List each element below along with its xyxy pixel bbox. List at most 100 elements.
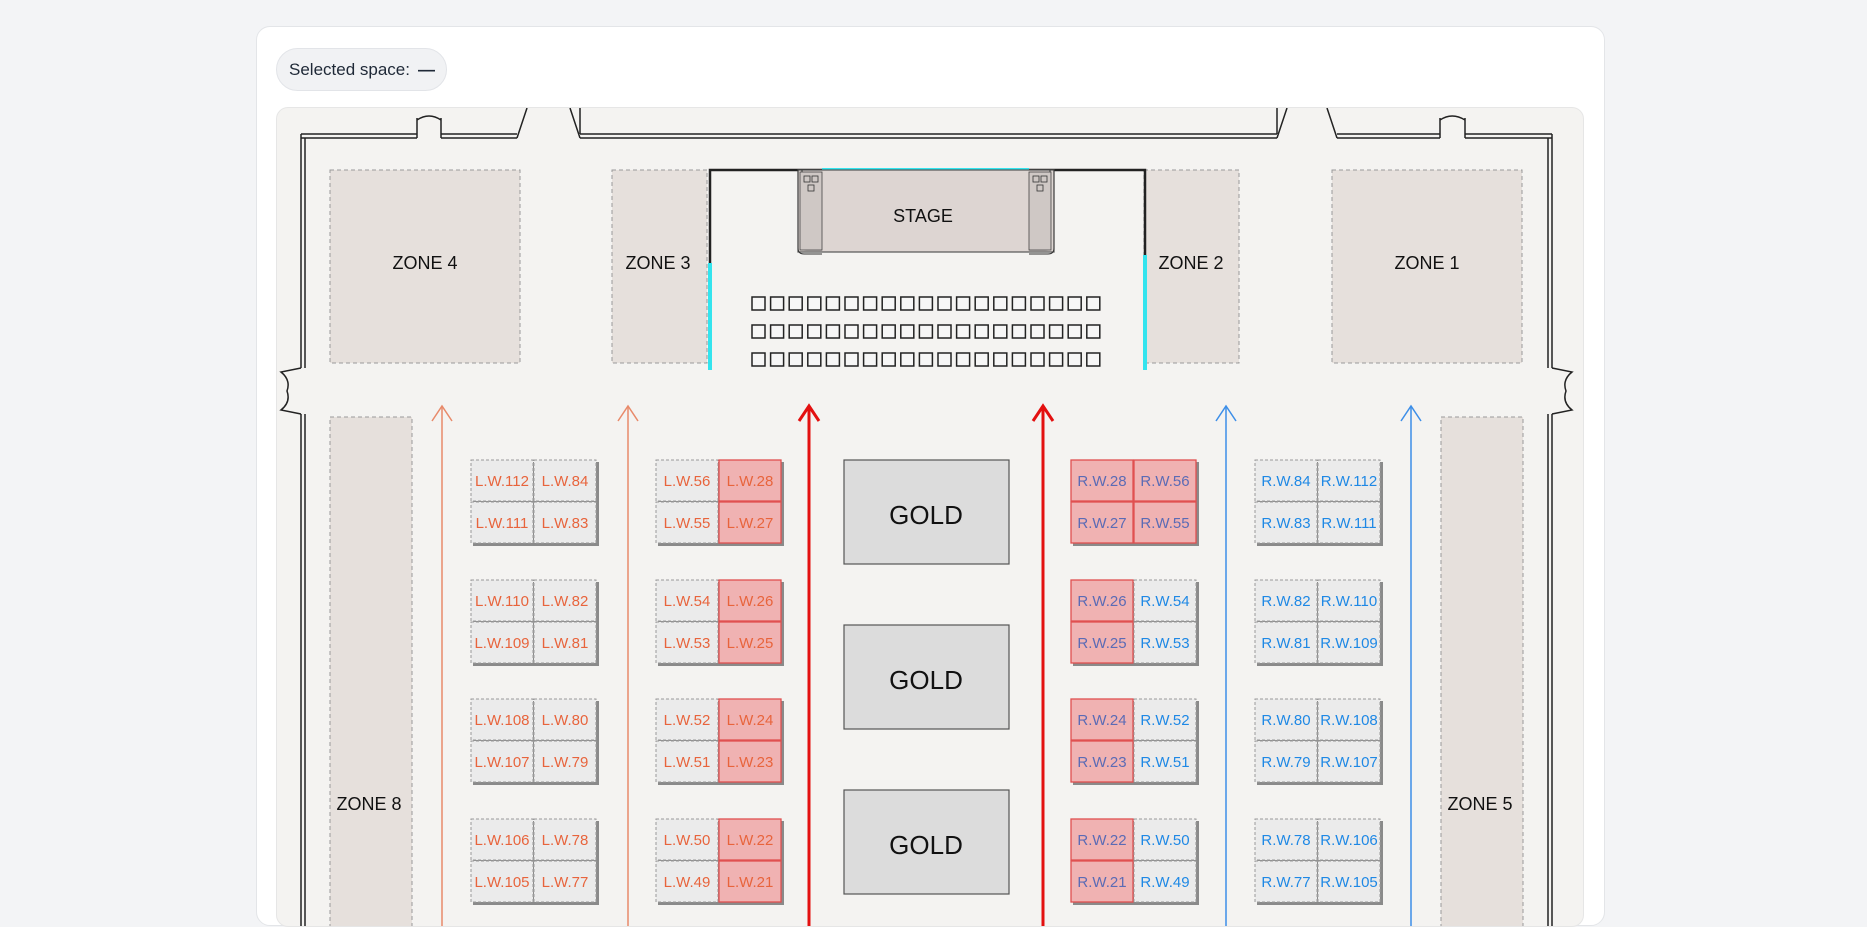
booth-rw110[interactable]: [1317, 579, 1381, 622]
booth-lw49[interactable]: [655, 860, 719, 903]
booth-rw23[interactable]: [1070, 740, 1134, 783]
booth-lw55[interactable]: [655, 501, 719, 544]
booth-rw105[interactable]: [1317, 860, 1381, 903]
audience-seat[interactable]: [751, 352, 766, 367]
audience-seat[interactable]: [1086, 296, 1101, 311]
audience-seat[interactable]: [788, 296, 803, 311]
audience-seat[interactable]: [769, 352, 785, 367]
audience-seat[interactable]: [900, 324, 915, 339]
audience-seat[interactable]: [955, 352, 971, 367]
booth-lw84[interactable]: [533, 459, 597, 502]
booth-rw27[interactable]: [1070, 501, 1134, 544]
gold-booth-1[interactable]: [843, 459, 1010, 565]
audience-seat[interactable]: [993, 324, 1008, 339]
audience-seat[interactable]: [844, 324, 859, 339]
audience-seat[interactable]: [807, 324, 822, 339]
audience-seat[interactable]: [993, 296, 1008, 311]
booth-lw111[interactable]: [470, 501, 534, 544]
booth-rw49[interactable]: [1133, 860, 1197, 903]
gold-booth-2[interactable]: [843, 624, 1010, 730]
audience-seat[interactable]: [1086, 352, 1101, 367]
booth-rw21[interactable]: [1070, 860, 1134, 903]
audience-seat[interactable]: [825, 324, 841, 339]
audience-seat[interactable]: [993, 352, 1008, 367]
zone-1[interactable]: [1331, 169, 1523, 364]
booth-lw24[interactable]: [718, 698, 782, 741]
booth-rw53[interactable]: [1133, 621, 1197, 664]
booth-rw54[interactable]: [1133, 579, 1197, 622]
audience-seat[interactable]: [974, 324, 989, 339]
audience-seat[interactable]: [1011, 296, 1027, 311]
audience-seat[interactable]: [937, 324, 952, 339]
booth-lw78[interactable]: [533, 818, 597, 861]
booth-rw50[interactable]: [1133, 818, 1197, 861]
booth-lw23[interactable]: [718, 740, 782, 783]
audience-seat[interactable]: [1011, 324, 1027, 339]
audience-seat[interactable]: [955, 324, 971, 339]
audience-seat[interactable]: [955, 296, 971, 311]
audience-seat[interactable]: [900, 296, 915, 311]
booth-lw56[interactable]: [655, 459, 719, 502]
booth-rw79[interactable]: [1254, 740, 1318, 783]
audience-seat[interactable]: [825, 296, 841, 311]
audience-seat[interactable]: [807, 296, 822, 311]
booth-rw83[interactable]: [1254, 501, 1318, 544]
gold-booth-3[interactable]: [843, 789, 1010, 895]
booth-rw25[interactable]: [1070, 621, 1134, 664]
booth-lw109[interactable]: [470, 621, 534, 664]
booth-rw22[interactable]: [1070, 818, 1134, 861]
audience-seat[interactable]: [918, 296, 934, 311]
booth-rw81[interactable]: [1254, 621, 1318, 664]
audience-seat[interactable]: [937, 296, 952, 311]
booth-lw112[interactable]: [470, 459, 534, 502]
booth-lw53[interactable]: [655, 621, 719, 664]
booth-rw51[interactable]: [1133, 740, 1197, 783]
booth-lw27[interactable]: [718, 501, 782, 544]
audience-seat[interactable]: [937, 352, 952, 367]
booth-lw50[interactable]: [655, 818, 719, 861]
audience-seat[interactable]: [1067, 296, 1082, 311]
booth-rw111[interactable]: [1317, 501, 1381, 544]
audience-seat[interactable]: [1030, 352, 1045, 367]
zone-4[interactable]: [329, 169, 521, 364]
audience-seat[interactable]: [1086, 324, 1101, 339]
booth-lw51[interactable]: [655, 740, 719, 783]
booth-lw52[interactable]: [655, 698, 719, 741]
booth-lw80[interactable]: [533, 698, 597, 741]
audience-seat[interactable]: [769, 324, 785, 339]
booth-lw110[interactable]: [470, 579, 534, 622]
booth-rw112[interactable]: [1317, 459, 1381, 502]
booth-lw79[interactable]: [533, 740, 597, 783]
booth-lw77[interactable]: [533, 860, 597, 903]
audience-seat[interactable]: [751, 296, 766, 311]
audience-seat[interactable]: [862, 324, 878, 339]
booth-rw56[interactable]: [1133, 459, 1197, 502]
booth-lw26[interactable]: [718, 579, 782, 622]
audience-seat[interactable]: [900, 352, 915, 367]
booth-rw107[interactable]: [1317, 740, 1381, 783]
audience-seat[interactable]: [862, 352, 878, 367]
audience-seat[interactable]: [1048, 352, 1064, 367]
audience-seat[interactable]: [1048, 324, 1064, 339]
booth-lw108[interactable]: [470, 698, 534, 741]
booth-rw77[interactable]: [1254, 860, 1318, 903]
booth-lw28[interactable]: [718, 459, 782, 502]
booth-rw78[interactable]: [1254, 818, 1318, 861]
audience-seat[interactable]: [1067, 352, 1082, 367]
zone-3[interactable]: [611, 169, 708, 364]
booth-rw106[interactable]: [1317, 818, 1381, 861]
booth-rw84[interactable]: [1254, 459, 1318, 502]
booth-lw106[interactable]: [470, 818, 534, 861]
booth-lw105[interactable]: [470, 860, 534, 903]
audience-seat[interactable]: [974, 352, 989, 367]
audience-seat[interactable]: [1011, 352, 1027, 367]
audience-seat[interactable]: [862, 296, 878, 311]
booth-rw55[interactable]: [1133, 501, 1197, 544]
booth-rw108[interactable]: [1317, 698, 1381, 741]
audience-seat[interactable]: [918, 324, 934, 339]
audience-seat[interactable]: [807, 352, 822, 367]
booth-lw81[interactable]: [533, 621, 597, 664]
audience-seat[interactable]: [881, 352, 896, 367]
audience-seat[interactable]: [1030, 296, 1045, 311]
booth-lw107[interactable]: [470, 740, 534, 783]
